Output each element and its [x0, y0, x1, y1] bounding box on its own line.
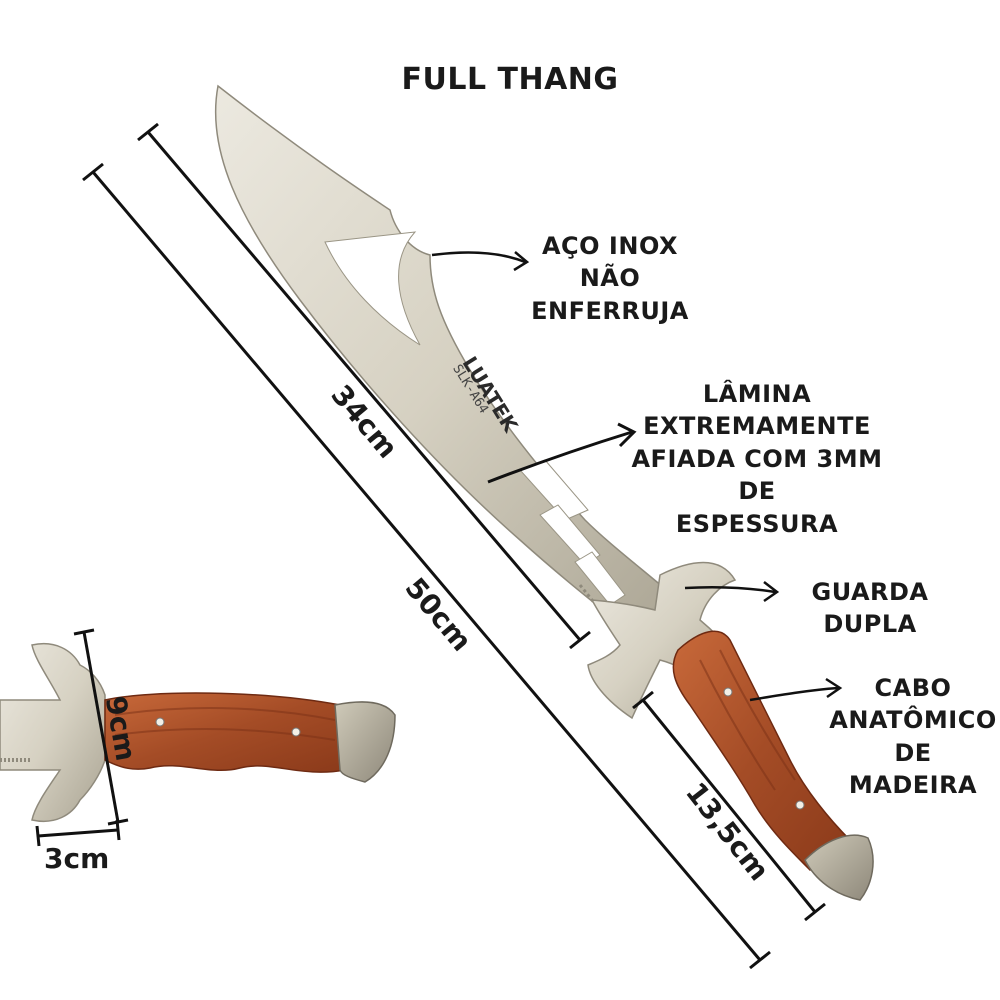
- detail-guard: [0, 643, 106, 822]
- callout-handle-line2: ANATÔMICO DE: [829, 706, 997, 767]
- callout-handle: CABO ANATÔMICO DE MADEIRA: [828, 672, 998, 802]
- callout-handle-line3: MADEIRA: [848, 771, 978, 800]
- detail-pommel: [334, 701, 396, 783]
- arrow-handle: [749, 677, 843, 702]
- page-title: FULL THANG: [401, 62, 619, 97]
- arrow-steel: [431, 251, 530, 272]
- blade-cutout-3: [574, 551, 626, 606]
- measure-34cm-line: [137, 122, 591, 650]
- handle-rivet-1: [723, 687, 733, 697]
- callout-steel-line2: ENFERRUJA: [531, 296, 689, 325]
- arrow-guard: [684, 581, 780, 603]
- callout-guard-line1: GUARDA DUPLA: [811, 578, 929, 639]
- callout-steel-line1: AÇO INOX NÃO: [541, 232, 678, 293]
- pommel: [804, 834, 874, 901]
- handle-grain: [699, 649, 796, 791]
- measure-3cm-line: [35, 819, 121, 847]
- callout-steel: AÇO INOX NÃO ENFERRUJA: [520, 230, 700, 327]
- double-guard: [587, 561, 737, 720]
- handle-rivet-2: [795, 800, 805, 810]
- measure-13cm-line: [632, 690, 826, 922]
- callout-blade-line1: LÂMINA EXTREMAMENTE: [643, 380, 871, 441]
- callout-handle-line1: CABO: [874, 674, 952, 702]
- handle: [672, 630, 852, 871]
- callout-blade-line2: AFIADA COM 3MM DE: [631, 444, 883, 506]
- detail-handle-grain: [114, 707, 336, 741]
- detail-rivet-2: [291, 727, 301, 737]
- blade-cutout-large: [324, 231, 421, 346]
- callout-guard: GUARDA DUPLA: [780, 576, 960, 641]
- arrow-blade: [487, 422, 637, 484]
- measure-label-3cm: 3cm: [44, 842, 110, 875]
- callout-blade: LÂMINA EXTREMAMENTE AFIADA COM 3MM DE ES…: [612, 378, 902, 540]
- blade-cutout-2: [539, 504, 601, 566]
- callout-blade-line3: ESPESSURA: [675, 509, 839, 538]
- detail-rivet-1: [155, 717, 165, 727]
- measure-50cm-line: [82, 162, 771, 970]
- blade: [214, 84, 692, 641]
